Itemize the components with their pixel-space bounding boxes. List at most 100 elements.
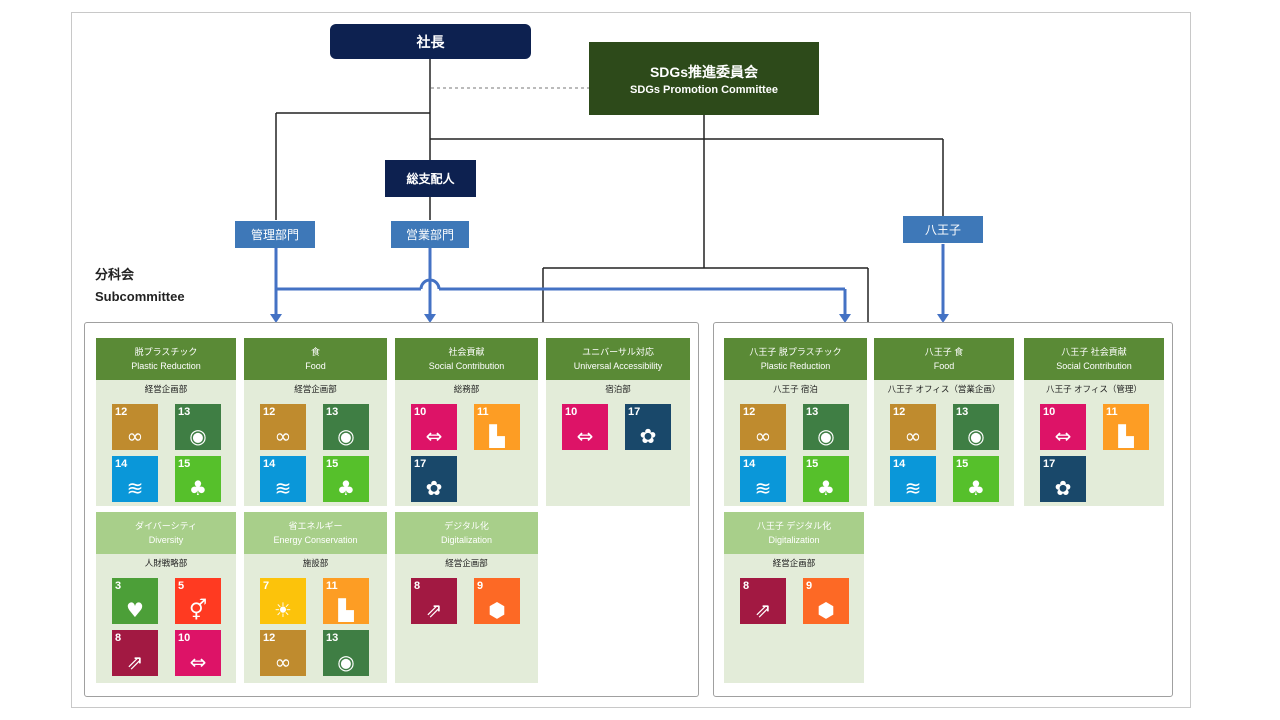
fish-icon: ≋ (274, 476, 292, 500)
card-title-jp: ユニバーサル対応 (582, 347, 654, 357)
card-owner-dept: 八王子 オフィス（管理） (1046, 384, 1142, 394)
growth-chart-icon: ⇗ (425, 598, 443, 622)
sdg-goal-number: 13 (806, 406, 819, 418)
sdg-goal-tile: 13◉ (953, 404, 999, 450)
card-owner-dept: 経営企画部 (445, 558, 488, 568)
sales-dept-label: 営業部門 (405, 228, 454, 242)
sdg-goal-number: 11 (1106, 406, 1118, 418)
sdg-goal-number: 9 (477, 580, 484, 592)
card-title-en: Plastic Reduction (131, 361, 201, 371)
equality-icon: ⇔ (1054, 424, 1072, 448)
card-header: 省エネルギー Energy Conservation (244, 512, 387, 554)
subcommittee-label-en: Subcommittee (95, 289, 185, 304)
sdg-goal-number: 12 (743, 406, 756, 418)
sdg-goal-tile: 17✿ (411, 456, 457, 502)
sdg-goal-number: 14 (115, 458, 128, 470)
admin-dept-label: 管理部門 (250, 228, 299, 242)
hachioji-dept-label: 八王子 (924, 223, 961, 237)
sdg-goal-number: 12 (263, 406, 276, 418)
equality-icon: ⇔ (576, 424, 594, 448)
sdg-goal-tile: 15♣ (953, 456, 999, 502)
card-title-jp: 八王子 食 (924, 347, 964, 357)
sdg-goal-number: 5 (178, 580, 185, 592)
sdg-goal-tile: 15♣ (323, 456, 369, 502)
card-title-en: Social Contribution (428, 361, 505, 371)
sdg-goal-number: 9 (806, 580, 813, 592)
sdg-goal-number: 13 (326, 406, 339, 418)
sdg-goal-tile: 15 ♣ (175, 456, 221, 502)
subcommittee-card: 八王子 社会貢献 Social Contribution 八王子 オフィス（管理） 1… (1024, 338, 1164, 506)
heartbeat-icon: ♥ (126, 598, 144, 622)
tree-icon: ♣ (189, 476, 207, 500)
sdg-goal-tile: 14 ≋ (260, 456, 306, 502)
sdg-goal-number: 15 (806, 458, 819, 470)
eye-globe-icon: ◉ (817, 424, 835, 448)
committee-title-en: SDGs Promotion Committee (630, 83, 778, 96)
sdg-goal-number: 3 (115, 580, 122, 592)
sdg-goal-number: 13 (956, 406, 969, 418)
sdg-goal-number: 15 (178, 458, 191, 470)
sun-icon: ☀ (274, 598, 292, 622)
card-title-en: Energy Conservation (273, 535, 358, 545)
card-title-en: Digitalization (440, 535, 493, 545)
card-title-en: Food (305, 361, 326, 371)
sdg-goal-tile: 11▙ (1103, 404, 1149, 450)
card-title-en: Universal Accessibility (573, 361, 663, 371)
card-title-jp: 省エネルギー (288, 521, 343, 531)
buildings-icon: ▙ (1118, 424, 1134, 448)
sdg-goal-tile: 11▙ (323, 578, 369, 624)
sdg-goal-tile: 5⚥ (175, 578, 221, 624)
sdg-goal-number: 12 (115, 406, 128, 418)
sdg-goal-number: 10 (178, 632, 191, 644)
sdg-goal-tile: 13◉ (323, 630, 369, 676)
sdg-goal-number: 7 (263, 580, 270, 592)
card-owner-dept: 経営企画部 (144, 384, 188, 394)
card-title-jp: 八王子 脱プラスチック (749, 347, 842, 357)
sdg-goal-tile: 10⇔ (411, 404, 457, 450)
card-title-jp: 脱プラスチック (134, 347, 198, 357)
sdg-goal-number: 11 (477, 406, 489, 418)
card-title-en: Social Contribution (1056, 361, 1132, 371)
card-title-jp: 八王子 社会貢献 (1061, 347, 1127, 357)
equality-icon: ⇔ (425, 424, 443, 448)
committee-title-jp: SDGs推進委員会 (649, 63, 759, 80)
sdg-goal-tile: 12∞ (112, 404, 158, 450)
sdg-goal-number: 10 (565, 406, 578, 418)
eye-globe-icon: ◉ (337, 424, 355, 448)
infinity-icon: ∞ (904, 424, 922, 448)
card-title-en: Food (933, 361, 955, 371)
card-title-en: Plastic Reduction (760, 361, 831, 371)
sdg-goal-number: 14 (263, 458, 276, 470)
sdg-goal-tile: 12∞ (890, 404, 936, 450)
diagram-frame (71, 12, 1191, 708)
sdg-goal-number: 14 (893, 458, 906, 470)
fish-icon: ≋ (126, 476, 144, 500)
subcommittee-label-jp: 分科会 (95, 267, 135, 282)
sdg-goal-tile: 12∞ (740, 404, 786, 450)
sdg-goal-number: 8 (115, 632, 122, 644)
infinity-icon: ∞ (274, 650, 292, 674)
fish-icon: ≋ (754, 476, 772, 500)
sdg-goal-number: 15 (326, 458, 339, 470)
sdg-goal-number: 8 (414, 580, 421, 592)
sdg-goal-number: 14 (743, 458, 756, 470)
sdgs-committee-box: SDGs推進委員会 SDGs Promotion Committee (589, 42, 819, 115)
fish-icon: ≋ (904, 476, 922, 500)
sdg-goal-number: 8 (743, 580, 750, 592)
sdg-goal-tile: 10 ⇔ (562, 404, 608, 450)
gender-icon: ⚥ (188, 598, 208, 622)
sdg-goal-number: 11 (326, 580, 338, 592)
